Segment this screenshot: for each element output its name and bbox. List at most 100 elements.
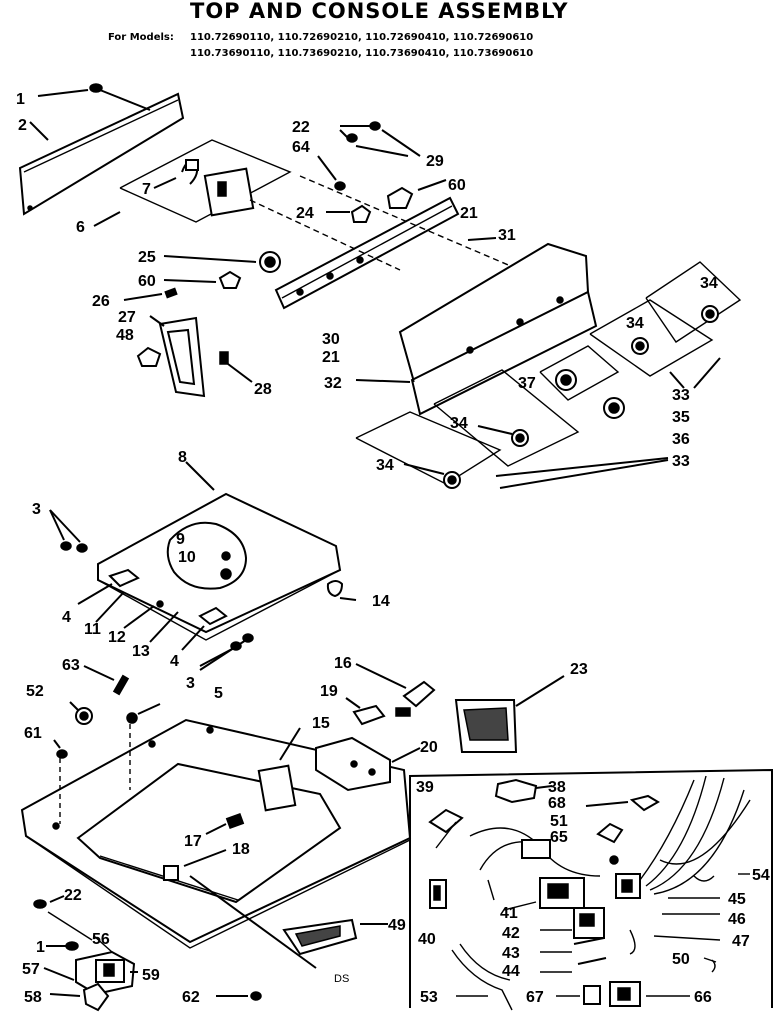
callout-45: 45 (728, 891, 746, 908)
callout-50: 50 (672, 951, 690, 968)
rear-panel-strip (18, 92, 185, 216)
small-parts-lower-left (53, 665, 245, 881)
callout-40: 40 (418, 931, 436, 948)
screw-part-62 (216, 991, 262, 1001)
callout-30: 30 (322, 331, 340, 348)
callout-54: 54 (752, 867, 770, 884)
screw-part-28 (219, 351, 253, 383)
hinge-parts-lid (49, 509, 357, 671)
callout-34-b: 34 (626, 315, 644, 332)
assembly-guides-upper (249, 175, 521, 271)
hardware-bottom-left (33, 895, 138, 1012)
callout-61: 61 (24, 725, 42, 742)
page-title: TOP AND CONSOLE ASSEMBLY (190, 0, 568, 23)
callout-4-b: 4 (170, 653, 179, 670)
callout-51: 51 (550, 813, 568, 830)
switch-bracket-part-20 (279, 727, 421, 792)
callout-66: 66 (694, 989, 712, 1006)
callout-34-c: 34 (450, 415, 468, 432)
callout-34: 34 (700, 275, 718, 292)
callout-38: 38 (548, 779, 566, 796)
callout-58: 58 (24, 989, 42, 1006)
callout-24: 24 (296, 205, 314, 222)
models-line-2: 110.73690110, 110.73690210, 110.73690410… (190, 48, 533, 59)
callout-57: 57 (22, 961, 40, 978)
callout-48: 48 (116, 327, 134, 344)
callout-16: 16 (334, 655, 352, 672)
leader-7 (153, 177, 177, 189)
switch-box-part (203, 167, 255, 217)
callout-35: 35 (672, 409, 690, 426)
callout-10: 10 (178, 549, 196, 566)
callout-8: 8 (178, 449, 187, 466)
callout-3: 3 (32, 501, 41, 518)
callout-37: 37 (518, 375, 536, 392)
harness-leaders (435, 821, 750, 997)
leader-2 (29, 121, 49, 141)
corner-code: DS (334, 973, 349, 985)
capacitor-part-7 (181, 159, 199, 185)
leader-6 (93, 211, 121, 227)
slider-bar-part-30 (274, 196, 460, 310)
screw-part-26 (123, 287, 178, 301)
bracket-part-24 (326, 204, 372, 223)
callout-15: 15 (312, 715, 330, 732)
callout-23: 23 (570, 661, 588, 678)
console-backsplash-part-32 (355, 237, 598, 416)
callout-34-d: 34 (376, 457, 394, 474)
callout-32: 32 (324, 375, 342, 392)
callout-65: 65 (550, 829, 568, 846)
callout-14: 14 (372, 593, 390, 610)
callout-62: 62 (182, 989, 200, 1006)
callout-46: 46 (728, 911, 746, 928)
callout-43: 43 (502, 945, 520, 962)
callout-labels: 1 2 22 64 29 7 60 6 24 21 31 25 60 34 26… (16, 91, 770, 1006)
foot-part-49 (282, 918, 388, 956)
harness-parts (428, 775, 751, 1011)
callout-31: 31 (498, 227, 516, 244)
callout-2: 2 (18, 117, 27, 134)
callout-22: 22 (292, 119, 310, 136)
callout-3-b: 3 (186, 675, 195, 692)
callout-17: 17 (184, 833, 202, 850)
callout-22-b: 22 (64, 887, 82, 904)
callout-29: 29 (426, 153, 444, 170)
knob-area-left (355, 357, 721, 489)
callout-56: 56 (92, 931, 110, 948)
fabric-softener-cover-part-23 (454, 675, 565, 753)
lid-switch-parts-16-19 (345, 663, 436, 726)
clip-part-48 (136, 346, 162, 367)
callout-52: 52 (26, 683, 44, 700)
control-panel-area-6 (119, 139, 292, 223)
callout-21-b: 21 (322, 349, 340, 366)
callout-13: 13 (132, 643, 150, 660)
models-prefix: For Models: (108, 32, 174, 43)
callout-60-b: 60 (138, 273, 156, 290)
callout-68: 68 (548, 795, 566, 812)
callout-59: 59 (142, 967, 160, 984)
callout-28: 28 (254, 381, 272, 398)
callout-4: 4 (62, 609, 71, 626)
screws-22-29 (317, 121, 421, 191)
callout-63: 63 (62, 657, 80, 674)
callout-53: 53 (420, 989, 438, 1006)
callout-19: 19 (320, 683, 338, 700)
callout-11: 11 (84, 621, 101, 638)
callout-26: 26 (92, 293, 110, 310)
callout-41: 41 (500, 905, 518, 922)
callout-39: 39 (416, 779, 434, 796)
callout-5: 5 (214, 685, 223, 702)
clip-part-60b (163, 270, 242, 289)
callout-42: 42 (502, 925, 520, 942)
callout-18: 18 (232, 841, 250, 858)
callout-60: 60 (448, 177, 466, 194)
cabinet-top-part (20, 718, 412, 969)
callout-25: 25 (138, 249, 156, 266)
callout-47: 47 (732, 933, 750, 950)
callout-33: 33 (672, 387, 690, 404)
timer-knob-part-25 (163, 251, 281, 273)
callout-6: 6 (76, 219, 85, 236)
callout-64: 64 (292, 139, 310, 156)
callout-7: 7 (142, 181, 151, 198)
